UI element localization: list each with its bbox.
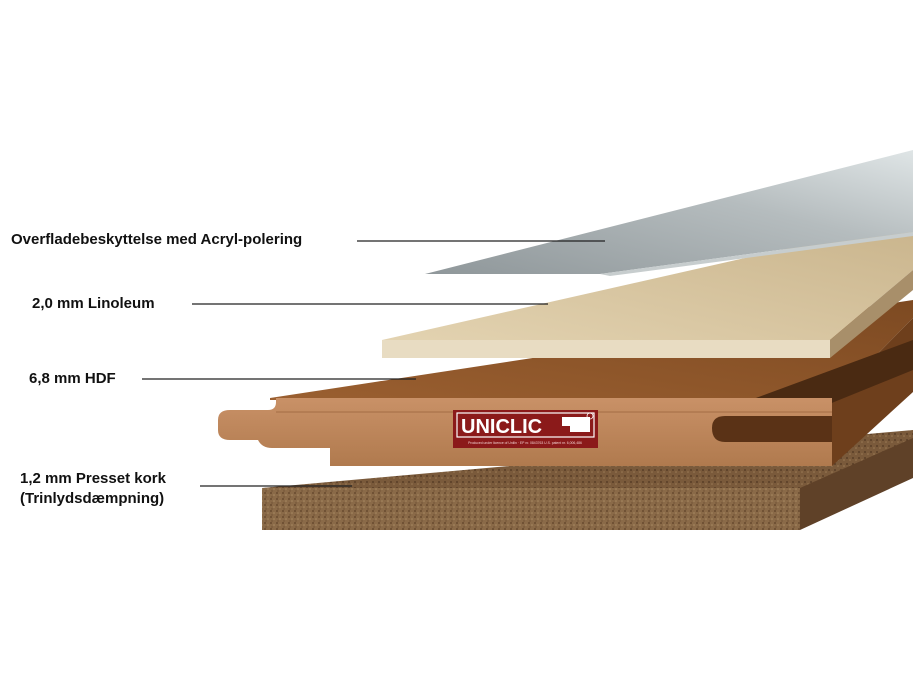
label-kork-line2: (Trinlydsdæmpning) bbox=[20, 490, 165, 507]
label-kork-line1: 1,2 mm Presset kork bbox=[20, 470, 166, 487]
uniclic-logo: UNICLIC Produced under licence of Unilin… bbox=[453, 410, 598, 448]
acryl-layer bbox=[425, 150, 913, 276]
logo-text: UNICLIC bbox=[461, 416, 542, 438]
label-acryl: Overfladebeskyttelse med Acryl-polering bbox=[11, 231, 303, 248]
logo-fine-print: Produced under licence of Unilin · EP nr… bbox=[468, 441, 582, 445]
label-kork: 1,2 mm Presset kork (Trinlydsdæmpning) bbox=[20, 469, 166, 509]
leader-lines bbox=[142, 240, 605, 487]
label-hdf: 6,8 mm HDF bbox=[29, 370, 116, 387]
label-linoleum: 2,0 mm Linoleum bbox=[32, 295, 155, 312]
